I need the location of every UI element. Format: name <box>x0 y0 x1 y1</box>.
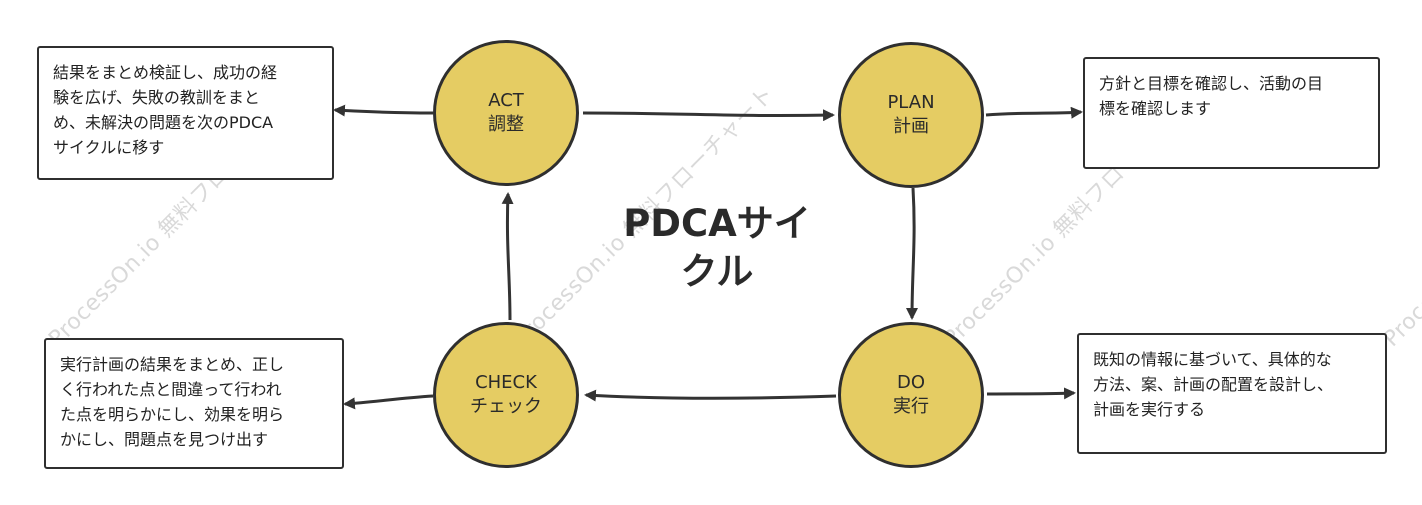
act-description-box: 結果をまとめ検証し、成功の経 験を広げ、失敗の教訓をまと め、未解決の問題を次の… <box>37 46 334 180</box>
node-act-label: ACT <box>488 90 524 111</box>
do-description-box: 既知の情報に基づいて、具体的な 方法、案、計画の配置を設計し、 計画を実行する <box>1077 333 1387 454</box>
arrow-do-to-check <box>584 389 837 402</box>
node-do-label: DO <box>896 372 926 393</box>
diagram-title: PDCAサイ クル <box>623 202 811 293</box>
node-plan-sublabel: 計画 <box>893 116 929 137</box>
node-plan[interactable]: PLAN 計画 <box>838 42 984 188</box>
node-do[interactable]: DO 実行 <box>838 322 984 468</box>
arrow-check-to-act <box>501 192 514 321</box>
plan-description-box: 方針と目標を確認し、活動の目 標を確認します <box>1083 57 1380 169</box>
node-do-sublabel: 実行 <box>893 396 929 417</box>
node-check[interactable]: CHECK チェック <box>433 322 579 468</box>
node-act-sublabel: 調整 <box>488 114 524 135</box>
arrow-act-to-plan <box>582 109 835 122</box>
arrow-check-to-box <box>343 394 434 410</box>
node-check-label: CHECK <box>475 372 537 393</box>
arrow-plan-to-do <box>906 187 919 320</box>
arrow-do-to-box <box>986 387 1076 400</box>
node-act[interactable]: ACT 調整 <box>433 40 579 186</box>
arrow-plan-to-box <box>985 106 1083 119</box>
node-plan-label: PLAN <box>887 92 935 113</box>
node-check-sublabel: チェック <box>470 396 542 417</box>
check-description-box: 実行計画の結果をまとめ、正し く行われた点と間違って行われ た点を明らかにし、効… <box>44 338 344 469</box>
arrow-act-to-box <box>333 104 434 117</box>
